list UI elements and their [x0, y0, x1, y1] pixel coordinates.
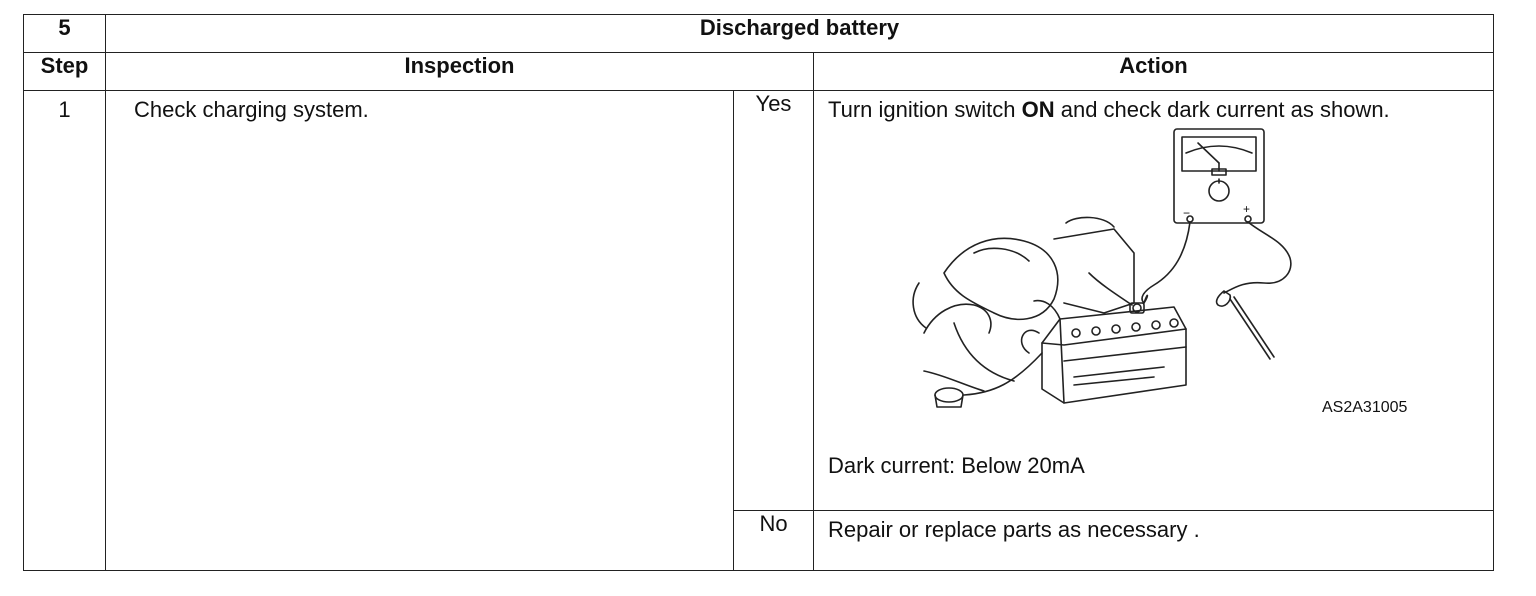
inspection-text: Check charging system. — [134, 97, 369, 122]
multimeter-dial — [1208, 180, 1230, 202]
yes-action-text: Turn ignition switch ON and check dark c… — [814, 91, 1493, 123]
dark-current-figure: − + AS2A31005 — [814, 123, 1414, 433]
table-number: 5 — [23, 14, 106, 53]
figure-code: AS2A31005 — [1322, 399, 1408, 416]
multimeter-body — [1173, 128, 1265, 224]
meter-plus-label: + — [1243, 202, 1250, 216]
no-label: No — [733, 510, 814, 571]
dark-current-spec: Dark current: Below 20mA — [828, 453, 1085, 478]
yes-action-cell: Turn ignition switch ON and check dark c… — [813, 90, 1494, 511]
battery-body — [1041, 306, 1187, 404]
yes-label: Yes — [733, 90, 814, 511]
battery-meter-illustration: − + — [912, 128, 1292, 408]
yes-action-bold: ON — [1021, 97, 1055, 122]
header-step: Step — [23, 52, 106, 91]
yes-action-post: and check dark current as shown. — [1054, 97, 1390, 122]
header-inspection: Inspection — [105, 52, 814, 91]
table-title: Discharged battery — [105, 14, 1494, 53]
diagnosis-table: 5 Discharged battery Step Inspection Act… — [23, 14, 1494, 571]
step-number: 1 — [23, 90, 106, 571]
header-action: Action — [813, 52, 1494, 91]
no-action-cell: Repair or replace parts as necessary . — [813, 510, 1494, 571]
no-action-text: Repair or replace parts as necessary . — [828, 517, 1200, 542]
yes-action-pre: Turn ignition switch — [828, 97, 1022, 122]
inspection-cell: Check charging system. — [105, 90, 734, 571]
meter-minus-label: − — [1183, 206, 1190, 220]
